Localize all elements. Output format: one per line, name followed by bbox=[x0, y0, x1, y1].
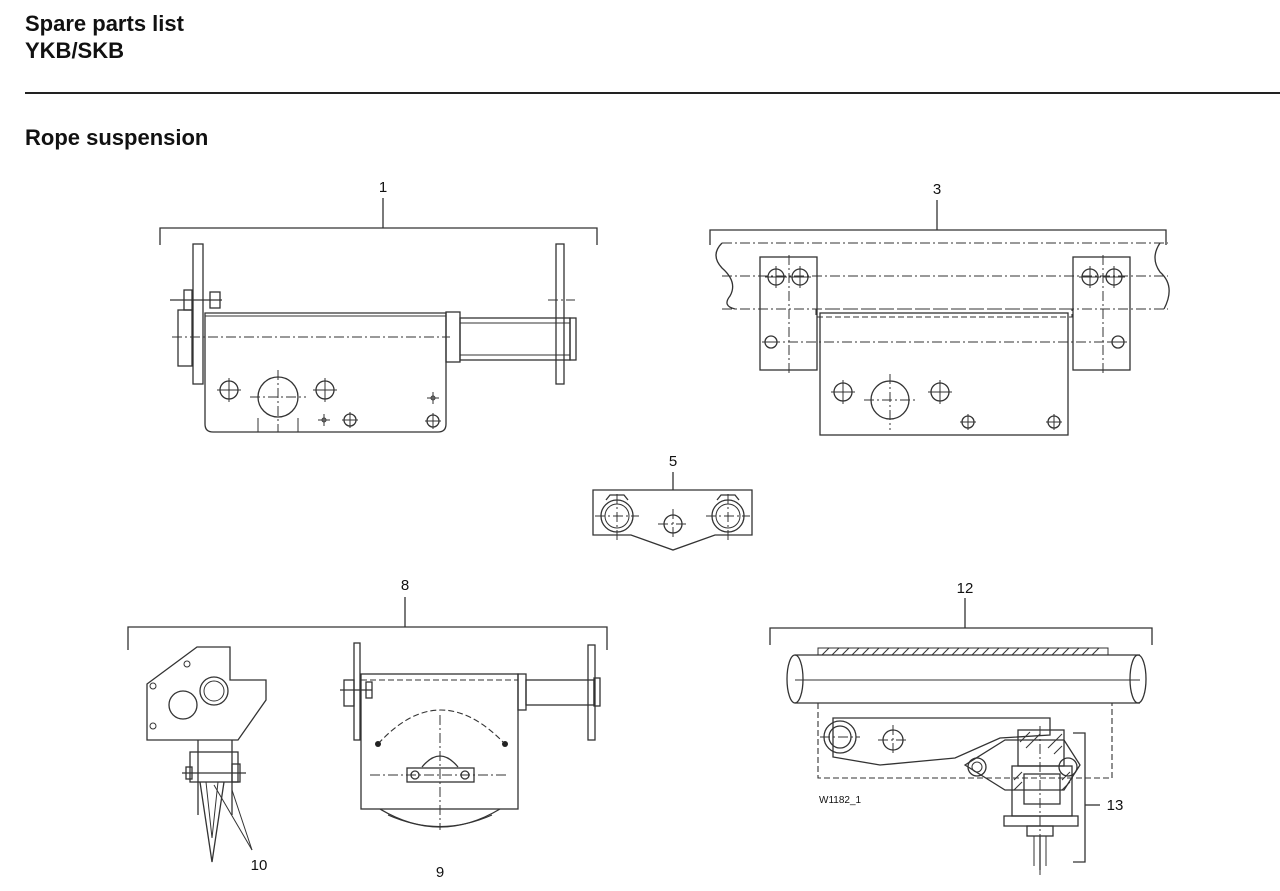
assembly-1-drawing bbox=[159, 198, 598, 433]
callout-9: 9 bbox=[436, 864, 444, 881]
section-title: Rope suspension bbox=[25, 125, 209, 150]
assembly-12-drawing bbox=[769, 598, 1153, 875]
callout-1: 1 bbox=[379, 179, 387, 196]
document-title: Spare parts list YKB/SKB bbox=[25, 10, 184, 64]
callout-10: 10 bbox=[251, 857, 268, 874]
assembly-3-drawing bbox=[709, 200, 1170, 436]
callout-12: 12 bbox=[957, 580, 974, 597]
part-5-drawing bbox=[592, 472, 753, 551]
header-divider bbox=[25, 92, 1280, 94]
document-title-line-2: YKB/SKB bbox=[25, 38, 125, 63]
callout-3: 3 bbox=[933, 181, 941, 198]
drawing-code-label: W1182_1 bbox=[819, 795, 862, 806]
callout-5: 5 bbox=[669, 453, 677, 470]
callout-8: 8 bbox=[401, 577, 409, 594]
document-title-line-1: Spare parts list bbox=[25, 11, 184, 36]
callout-13: 13 bbox=[1107, 797, 1124, 814]
assembly-8-drawing bbox=[127, 597, 608, 863]
